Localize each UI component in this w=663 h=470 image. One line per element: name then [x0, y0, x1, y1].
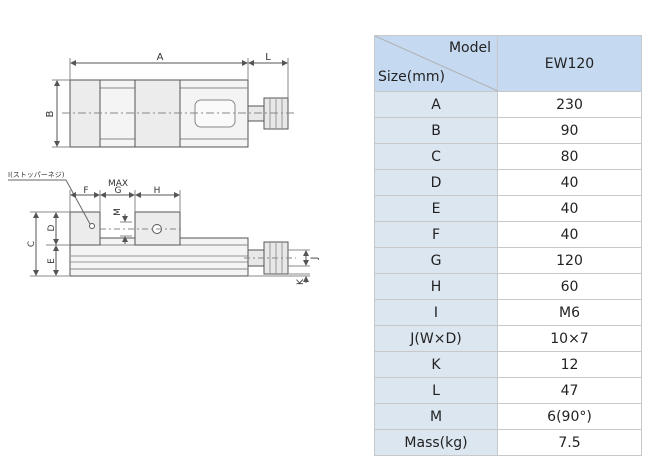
- spec-value: 40: [497, 169, 642, 196]
- dim-E-label: E: [47, 258, 57, 264]
- spec-key: G: [374, 247, 498, 274]
- dim-H-label: H: [154, 186, 161, 196]
- corner-diagonal: [375, 36, 498, 91]
- spec-key: Mass(kg): [374, 429, 498, 456]
- top-view-movable-jaw: [134, 79, 181, 148]
- dim-D-label: D: [47, 224, 57, 231]
- spec-key: A: [374, 91, 498, 118]
- spec-value: 80: [497, 143, 642, 170]
- spec-value: 40: [497, 195, 642, 222]
- header-model: Model: [448, 40, 491, 56]
- header-size: Size(mm): [378, 69, 445, 85]
- dim-F-label: F: [83, 186, 88, 196]
- spec-key: F: [374, 221, 498, 248]
- dim-max-label: MAX: [108, 179, 128, 189]
- spec-value: M6: [497, 299, 642, 326]
- spec-value: 40: [497, 221, 642, 248]
- dim-M-label: M: [113, 208, 123, 216]
- spec-key: D: [374, 169, 498, 196]
- table-row: Mass(kg)7.5: [374, 429, 642, 456]
- model-name: EW120: [497, 35, 642, 92]
- spec-value: 90: [497, 117, 642, 144]
- stopper-leader: [8, 179, 91, 225]
- spec-value: 7.5: [497, 429, 642, 456]
- stopper-screw: [89, 223, 95, 229]
- stopper-label: I(ストッパーネジ): [8, 171, 65, 179]
- spec-value: 47: [497, 377, 642, 404]
- front-view-fixed-jaw: [69, 211, 101, 246]
- spec-key: C: [374, 143, 498, 170]
- front-view: [8, 179, 310, 283]
- spec-value: 6(90°): [497, 403, 642, 430]
- spec-value: 10×7: [497, 325, 642, 352]
- spec-value: 230: [497, 91, 642, 118]
- spec-key: M: [374, 403, 498, 430]
- dim-K-label: K: [296, 278, 306, 285]
- dim-B-label: B: [45, 110, 56, 117]
- spec-key: I: [374, 299, 498, 326]
- spec-key: H: [374, 273, 498, 300]
- dim-A-label: A: [157, 52, 164, 63]
- spec-key: E: [374, 195, 498, 222]
- spec-value: 12: [497, 351, 642, 378]
- dim-C-label: C: [27, 241, 37, 247]
- spec-key: L: [374, 377, 498, 404]
- spec-key: J(W×D): [374, 325, 498, 352]
- spec-table-header: Model Size(mm) EW120: [374, 35, 642, 92]
- spec-value: 60: [497, 273, 642, 300]
- table-row: J(W×D)10×7: [374, 325, 642, 352]
- dim-G-label: G: [115, 186, 122, 196]
- spec-key: B: [374, 117, 498, 144]
- spec-table-corner: Model Size(mm): [374, 35, 498, 92]
- technical-drawing: A L B: [8, 52, 320, 285]
- spec-key: K: [374, 351, 498, 378]
- spec-value: 120: [497, 247, 642, 274]
- dim-L-label: L: [265, 52, 271, 63]
- dim-J-label: J: [310, 257, 320, 261]
- top-view: [52, 58, 296, 148]
